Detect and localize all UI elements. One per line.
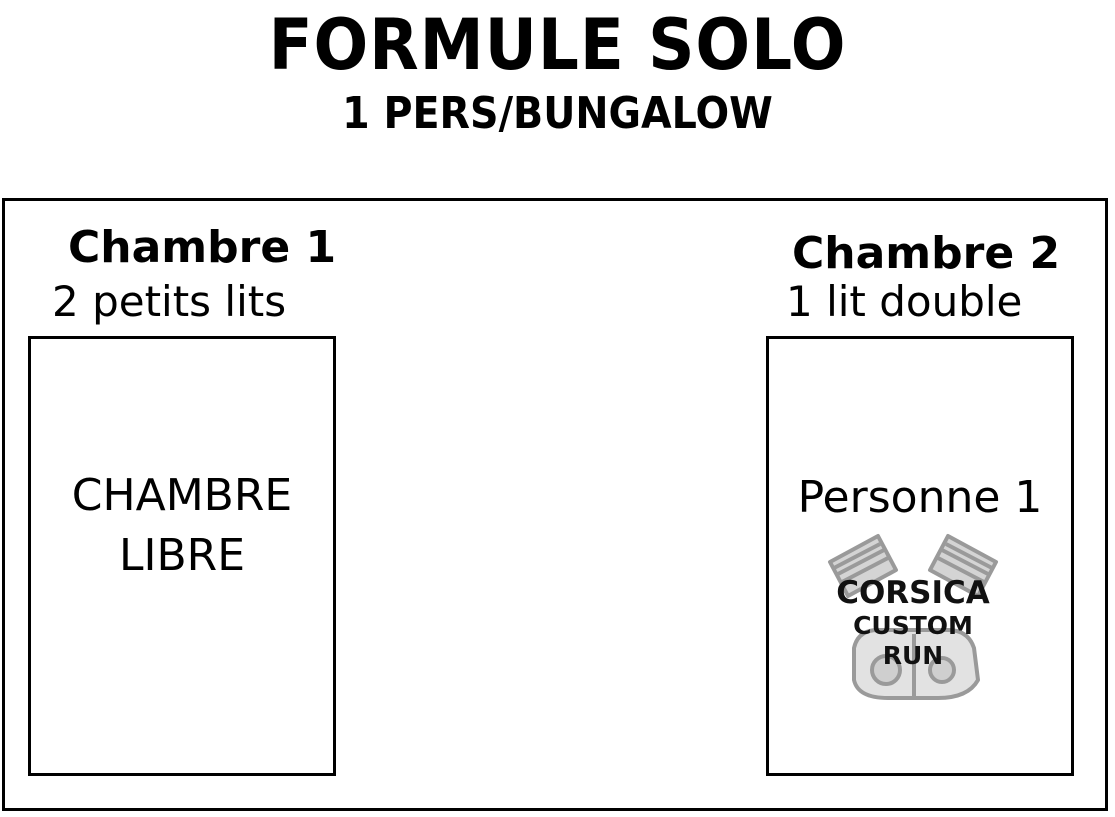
logo-text-line3: RUN — [883, 641, 943, 670]
logo-text-line1: CORSICA — [836, 575, 990, 611]
room-1-beds: 2 petits lits — [52, 277, 287, 326]
corsica-custom-run-logo: CORSICA CUSTOM RUN — [818, 530, 1008, 705]
bungalow-outline — [2, 198, 1108, 811]
page-subtitle: 1 PERS/BUNGALOW — [342, 88, 773, 139]
room-2-occupant: Personne 1 — [797, 472, 1043, 523]
room-2-title: Chambre 2 — [792, 228, 1061, 279]
logo-text-line2: CUSTOM — [853, 611, 973, 640]
room-2-beds: 1 lit double — [786, 277, 1023, 326]
room-1-box — [28, 336, 336, 776]
room-1-title: Chambre 1 — [68, 222, 337, 273]
motorcycle-engine-icon — [828, 534, 998, 700]
page-title: FORMULE SOLO — [268, 4, 847, 86]
room-1-status-line2: LIBRE — [118, 530, 246, 581]
room-2-box — [766, 336, 1074, 776]
room-1-status: CHAMBRE — [71, 470, 293, 521]
